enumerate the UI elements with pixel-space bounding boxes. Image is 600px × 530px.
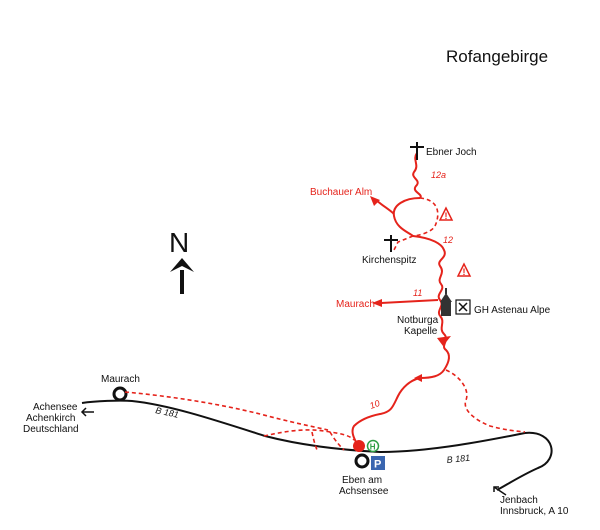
restaurant-icon bbox=[455, 299, 471, 315]
svg-text:!: ! bbox=[445, 211, 448, 221]
peak-cross-ebner-icon bbox=[410, 142, 424, 160]
route-label-10: 10 bbox=[368, 398, 381, 411]
road-label-b181-east: B 181 bbox=[446, 453, 470, 465]
arrow-maurach-route-icon bbox=[372, 299, 382, 307]
warning-icon: ! bbox=[438, 206, 454, 221]
label-gh-astenau: GH Astenau Alpe bbox=[474, 305, 551, 316]
label-notburga: Notburga bbox=[397, 315, 439, 326]
svg-text:H: H bbox=[370, 443, 376, 452]
label-deutschland: Deutschland bbox=[23, 424, 79, 435]
trail-dashed bbox=[124, 197, 526, 453]
route-label-12: 12 bbox=[443, 235, 453, 245]
label-achenkirch: Achenkirch bbox=[26, 413, 75, 424]
maurach-town-marker bbox=[112, 386, 128, 402]
label-buchauer-alm: Buchauer Alm bbox=[310, 187, 372, 198]
label-kapelle: Kapelle bbox=[404, 326, 438, 337]
label-kirchenspitz: Kirchenspitz bbox=[362, 255, 416, 266]
start-point-marker bbox=[353, 440, 365, 452]
label-ebner-joch: Ebner Joch bbox=[426, 147, 477, 158]
label-jenbach: Jenbach bbox=[500, 495, 538, 506]
label-achsensee: Achsensee bbox=[339, 486, 389, 497]
north-label: N bbox=[169, 227, 189, 258]
label-innsbruck: Innsbruck, A 10 bbox=[500, 506, 569, 517]
arrow-buchauer-icon bbox=[370, 196, 380, 206]
eben-town-marker bbox=[354, 453, 370, 469]
label-achensee: Achensee bbox=[33, 402, 78, 413]
svg-text:!: ! bbox=[463, 267, 466, 277]
chapel-icon bbox=[440, 288, 452, 316]
arrow-down-astenau-icon bbox=[437, 336, 451, 346]
label-eben-am: Eben am bbox=[342, 475, 382, 486]
road-label-b181-west: B 181 bbox=[155, 405, 180, 420]
arrow-achensee-icon bbox=[80, 407, 94, 417]
road-b181 bbox=[81, 399, 553, 491]
arrow-jenbach-icon bbox=[493, 486, 507, 496]
north-arrow: N bbox=[169, 227, 194, 294]
arrow-up-route-icon bbox=[414, 374, 422, 382]
route-label-11: 11 bbox=[413, 288, 422, 298]
route-label-12a: 12a bbox=[431, 170, 446, 180]
label-maurach-town: Maurach bbox=[101, 374, 140, 385]
trail-solid bbox=[351, 152, 451, 447]
label-maurach-route: Maurach bbox=[336, 299, 375, 310]
warning-icon: ! bbox=[456, 262, 472, 277]
bus-stop-icon: H bbox=[366, 439, 380, 453]
parking-icon: P bbox=[371, 456, 385, 471]
svg-text:P: P bbox=[374, 459, 381, 471]
peak-cross-kirchenspitz-icon bbox=[384, 235, 398, 252]
map-title: Rofangebirge bbox=[446, 47, 548, 66]
